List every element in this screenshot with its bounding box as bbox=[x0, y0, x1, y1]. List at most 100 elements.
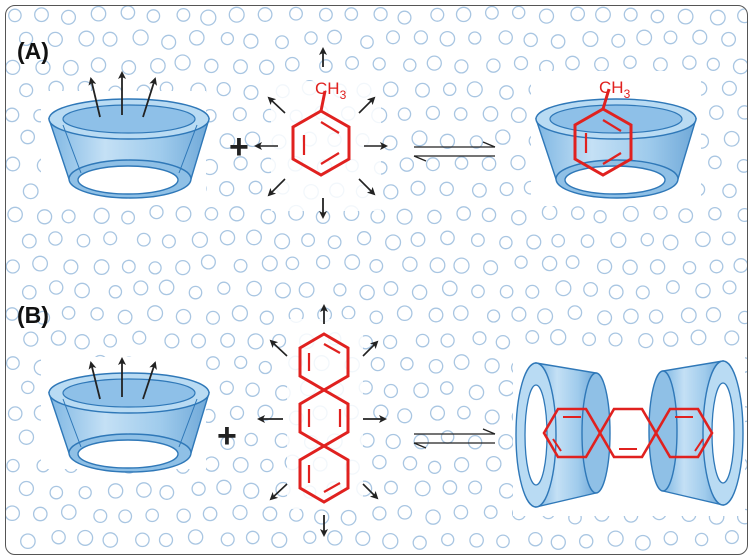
solvent-molecule bbox=[484, 358, 500, 374]
solvent-molecule bbox=[51, 529, 66, 545]
solvent-molecule bbox=[319, 59, 333, 73]
solvent-molecule bbox=[176, 508, 191, 523]
solvent-molecule bbox=[595, 6, 611, 23]
solvent-molecule bbox=[373, 6, 388, 22]
solvent-molecule bbox=[471, 284, 485, 299]
solvent-molecule bbox=[439, 133, 456, 149]
solvent-molecule bbox=[453, 257, 470, 274]
solvent-molecule bbox=[415, 333, 430, 348]
solvent-molecule bbox=[690, 329, 707, 346]
solvent-molecule bbox=[454, 59, 469, 74]
solvent-molecule bbox=[133, 280, 149, 296]
inclusion-complex-b bbox=[513, 351, 745, 516]
solvent-molecule bbox=[247, 333, 264, 350]
solvent-molecule bbox=[397, 504, 413, 520]
solvent-molecule bbox=[428, 358, 444, 374]
solvent-molecule bbox=[396, 305, 413, 322]
solvent-molecule bbox=[175, 206, 192, 222]
solvent-molecule bbox=[370, 208, 386, 224]
water-release-arrow bbox=[269, 339, 288, 357]
solvent-molecule bbox=[164, 333, 180, 349]
solvent-molecule bbox=[219, 133, 236, 150]
solvent-molecule bbox=[439, 381, 454, 395]
solvent-molecule bbox=[77, 529, 94, 546]
solvent-molecule bbox=[258, 59, 275, 76]
solvent-molecule bbox=[232, 504, 248, 521]
solvent-molecule bbox=[135, 532, 150, 548]
solvent-molecule bbox=[360, 35, 374, 49]
solvent-molecule bbox=[677, 8, 694, 25]
solvent-molecule bbox=[245, 530, 260, 545]
solvent-molecule bbox=[440, 333, 455, 348]
solvent-molecule bbox=[274, 233, 291, 250]
solvent-molecule bbox=[161, 34, 177, 50]
solvent-molecule bbox=[498, 433, 514, 450]
solvent-molecule bbox=[582, 332, 597, 347]
solvent-molecule bbox=[426, 55, 442, 71]
solvent-molecule bbox=[662, 234, 679, 251]
solvent-molecule bbox=[471, 182, 487, 198]
solvent-molecule bbox=[680, 307, 697, 324]
solvent-molecule bbox=[525, 330, 540, 344]
solvent-molecule bbox=[159, 485, 175, 500]
solvent-molecule bbox=[35, 59, 51, 76]
water-release-arrow bbox=[267, 178, 286, 197]
solvent-molecule bbox=[425, 157, 440, 172]
solvent-molecule bbox=[20, 129, 36, 145]
solvent-molecule bbox=[202, 506, 218, 522]
solvent-molecule bbox=[219, 380, 234, 395]
solvent-molecule bbox=[399, 157, 415, 172]
solvent-molecule bbox=[289, 507, 304, 522]
solvent-molecule bbox=[205, 310, 221, 325]
solvent-molecule bbox=[440, 230, 455, 246]
solvent-molecule bbox=[442, 82, 457, 97]
solvent-molecule bbox=[682, 260, 697, 275]
solvent-molecule bbox=[107, 483, 124, 499]
solvent-molecule bbox=[216, 479, 232, 495]
solvent-molecule bbox=[356, 231, 372, 246]
solvent-molecule bbox=[709, 105, 724, 120]
solvent-molecule bbox=[48, 231, 63, 246]
solvent-molecule bbox=[90, 6, 107, 22]
solvent-molecule bbox=[565, 55, 580, 71]
solvent-molecule bbox=[580, 234, 595, 248]
solvent-molecule bbox=[511, 209, 527, 226]
solvent-molecule bbox=[439, 181, 454, 197]
solvent-molecule bbox=[608, 284, 624, 300]
solvent-molecule bbox=[721, 80, 737, 96]
solvent-molecule bbox=[708, 155, 722, 170]
solvent-molecule bbox=[397, 408, 413, 424]
solvent-molecule bbox=[611, 33, 626, 48]
solvent-molecule bbox=[429, 257, 446, 274]
solvent-molecule bbox=[233, 156, 248, 171]
solvent-molecule bbox=[345, 56, 360, 70]
solvent-molecule bbox=[204, 206, 219, 221]
solvent-molecule bbox=[62, 59, 79, 76]
solvent-molecule bbox=[653, 205, 668, 220]
solvent-molecule bbox=[454, 156, 469, 170]
solvent-molecule bbox=[8, 8, 22, 23]
solvent-molecule bbox=[736, 158, 747, 173]
solvent-molecule bbox=[468, 384, 485, 401]
solvent-molecule bbox=[216, 81, 231, 97]
solvent-molecule bbox=[258, 360, 272, 375]
solvent-molecule bbox=[76, 233, 91, 248]
solvent-molecule bbox=[191, 481, 206, 496]
solvent-molecule bbox=[232, 456, 249, 473]
anthracene-molecule bbox=[257, 304, 387, 537]
solvent-molecule bbox=[341, 305, 356, 320]
solvent-molecule bbox=[257, 7, 273, 22]
solvent-molecule bbox=[721, 231, 736, 246]
solvent-molecule bbox=[705, 307, 722, 323]
solvent-molecule bbox=[344, 7, 359, 21]
solvent-molecule bbox=[396, 208, 413, 225]
water-release-arrow bbox=[358, 178, 376, 196]
solvent-molecule bbox=[93, 508, 108, 524]
equilibrium-arrows-a bbox=[413, 141, 496, 162]
methyl-label: CH3 bbox=[315, 79, 347, 102]
solvent-molecule bbox=[453, 457, 470, 473]
solvent-molecule bbox=[7, 406, 23, 421]
solvent-molecule bbox=[385, 234, 402, 251]
solvent-molecule bbox=[102, 532, 119, 548]
solvent-molecule bbox=[174, 54, 191, 71]
